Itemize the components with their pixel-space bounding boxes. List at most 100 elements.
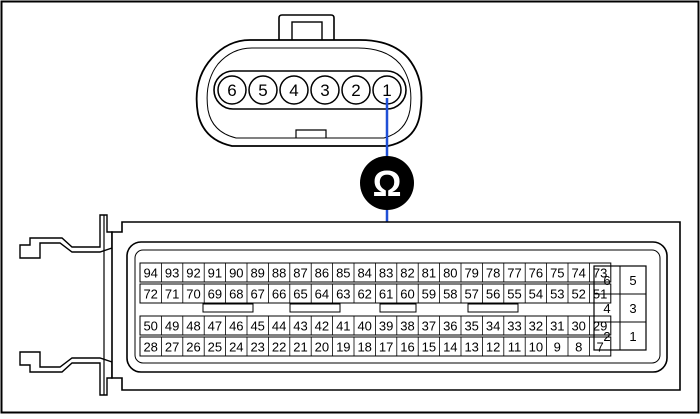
small-pin-4: 4 — [279, 75, 309, 105]
ecu-pin-79: 79 — [464, 266, 478, 281]
small-connector-latch — [278, 14, 335, 57]
ecu-pin-47: 47 — [208, 319, 222, 334]
ecu-pin-68: 68 — [229, 287, 243, 302]
ecu-pin-87: 87 — [293, 266, 307, 281]
ecu-pin-74: 74 — [571, 266, 585, 281]
ecu-pin-64: 64 — [315, 287, 329, 302]
ecu-pin-89: 89 — [250, 266, 264, 281]
ecu-pin-27: 27 — [165, 340, 179, 355]
ecu-pin-58: 58 — [443, 287, 457, 302]
side-pin-1: 1 — [629, 329, 636, 344]
small-pin-label: 6 — [227, 81, 236, 100]
ecu-pin-39: 39 — [379, 319, 393, 334]
ecu-pin-11: 11 — [508, 340, 522, 355]
ecu-pin-30: 30 — [571, 319, 585, 334]
ohmmeter-badge — [360, 156, 414, 210]
ecu-keyway — [467, 303, 519, 313]
small-pin-label: 1 — [382, 81, 391, 100]
side-pin-4: 4 — [603, 301, 610, 316]
ohm-icon: Ω — [373, 163, 402, 204]
ecu-pin-55: 55 — [507, 287, 521, 302]
ecu-pin-84: 84 — [357, 266, 371, 281]
ecu-pin-28: 28 — [143, 340, 157, 355]
ecu-pin-62: 62 — [357, 287, 371, 302]
ecu-pin-40: 40 — [357, 319, 371, 334]
ecu-pin-53: 53 — [550, 287, 564, 302]
ecu-pin-48: 48 — [186, 319, 200, 334]
ecu-pin-59: 59 — [422, 287, 436, 302]
ecu-pin-16: 16 — [400, 340, 414, 355]
ecu-pin-86: 86 — [315, 266, 329, 281]
ecu-pin-9: 9 — [554, 340, 561, 355]
ecu-pin-77: 77 — [507, 266, 521, 281]
ecu-pin-65: 65 — [293, 287, 307, 302]
ecu-pin-75: 75 — [550, 266, 564, 281]
ecu-pin-69: 69 — [208, 287, 222, 302]
ecu-pin-56: 56 — [486, 287, 500, 302]
ecu-pin-20: 20 — [315, 340, 329, 355]
ecu-bracket-top — [19, 214, 113, 259]
ecu-pin-10: 10 — [529, 340, 543, 355]
small-pin-5: 5 — [248, 75, 278, 105]
small-pin-circle — [279, 75, 309, 105]
ecu-pin-78: 78 — [486, 266, 500, 281]
ecu-pin-52: 52 — [571, 287, 585, 302]
ecu-pin-8: 8 — [575, 340, 582, 355]
ecu-pin-42: 42 — [315, 319, 329, 334]
side-pin-3: 3 — [629, 301, 636, 316]
ecu-pin-33: 33 — [507, 319, 521, 334]
small-pin-circle — [310, 75, 340, 105]
ecu-pin-92: 92 — [186, 266, 200, 281]
ecu-pin-19: 19 — [336, 340, 350, 355]
ecu-keyway — [202, 303, 254, 313]
ohmmeter: Ω — [360, 156, 414, 210]
ecu-pin-50: 50 — [143, 319, 157, 334]
ecu-keyway — [289, 303, 341, 313]
ecu-pin-46: 46 — [229, 319, 243, 334]
ecu-bracket-bottom — [19, 351, 113, 396]
ecu-pin-54: 54 — [529, 287, 543, 302]
ecu-pin-93: 93 — [165, 266, 179, 281]
ecu-keyway — [379, 303, 417, 313]
ecu-pin-80: 80 — [443, 266, 457, 281]
ecu-pin-23: 23 — [250, 340, 264, 355]
small-pin-label: 4 — [289, 81, 298, 100]
small-pin-circle — [341, 75, 371, 105]
ecu-face — [126, 241, 668, 373]
ecu-pin-41: 41 — [336, 319, 350, 334]
side-pin-6: 6 — [603, 273, 610, 288]
ecu-pin-18: 18 — [357, 340, 371, 355]
ecu-pin-13: 13 — [464, 340, 478, 355]
ecu-pin-14: 14 — [443, 340, 457, 355]
ecu-pin-17: 17 — [379, 340, 393, 355]
ecu-pin-90: 90 — [229, 266, 243, 281]
ecu-pin-26: 26 — [186, 340, 200, 355]
small-connector-bottom-key — [295, 129, 327, 138]
side-block-cell — [619, 321, 647, 351]
ecu-pin-36: 36 — [443, 319, 457, 334]
small-pin-label: 2 — [351, 81, 360, 100]
ecu-pin-35: 35 — [464, 319, 478, 334]
ecu-pin-field-frame — [134, 249, 661, 364]
ecu-pin-60: 60 — [400, 287, 414, 302]
ecu-pin-44: 44 — [272, 319, 286, 334]
ecu-pin-31: 31 — [550, 319, 564, 334]
small-connector-housing-inner — [206, 47, 412, 139]
ecu-pin-34: 34 — [486, 319, 500, 334]
ecu-pin-94: 94 — [143, 266, 157, 281]
ecu-pin-70: 70 — [186, 287, 200, 302]
ecu-pin-45: 45 — [250, 319, 264, 334]
ecu-pin-22: 22 — [272, 340, 286, 355]
ecu-pin-73: 73 — [593, 266, 607, 281]
ecu-pin-91: 91 — [208, 266, 222, 281]
ecu-pin-83: 83 — [379, 266, 393, 281]
